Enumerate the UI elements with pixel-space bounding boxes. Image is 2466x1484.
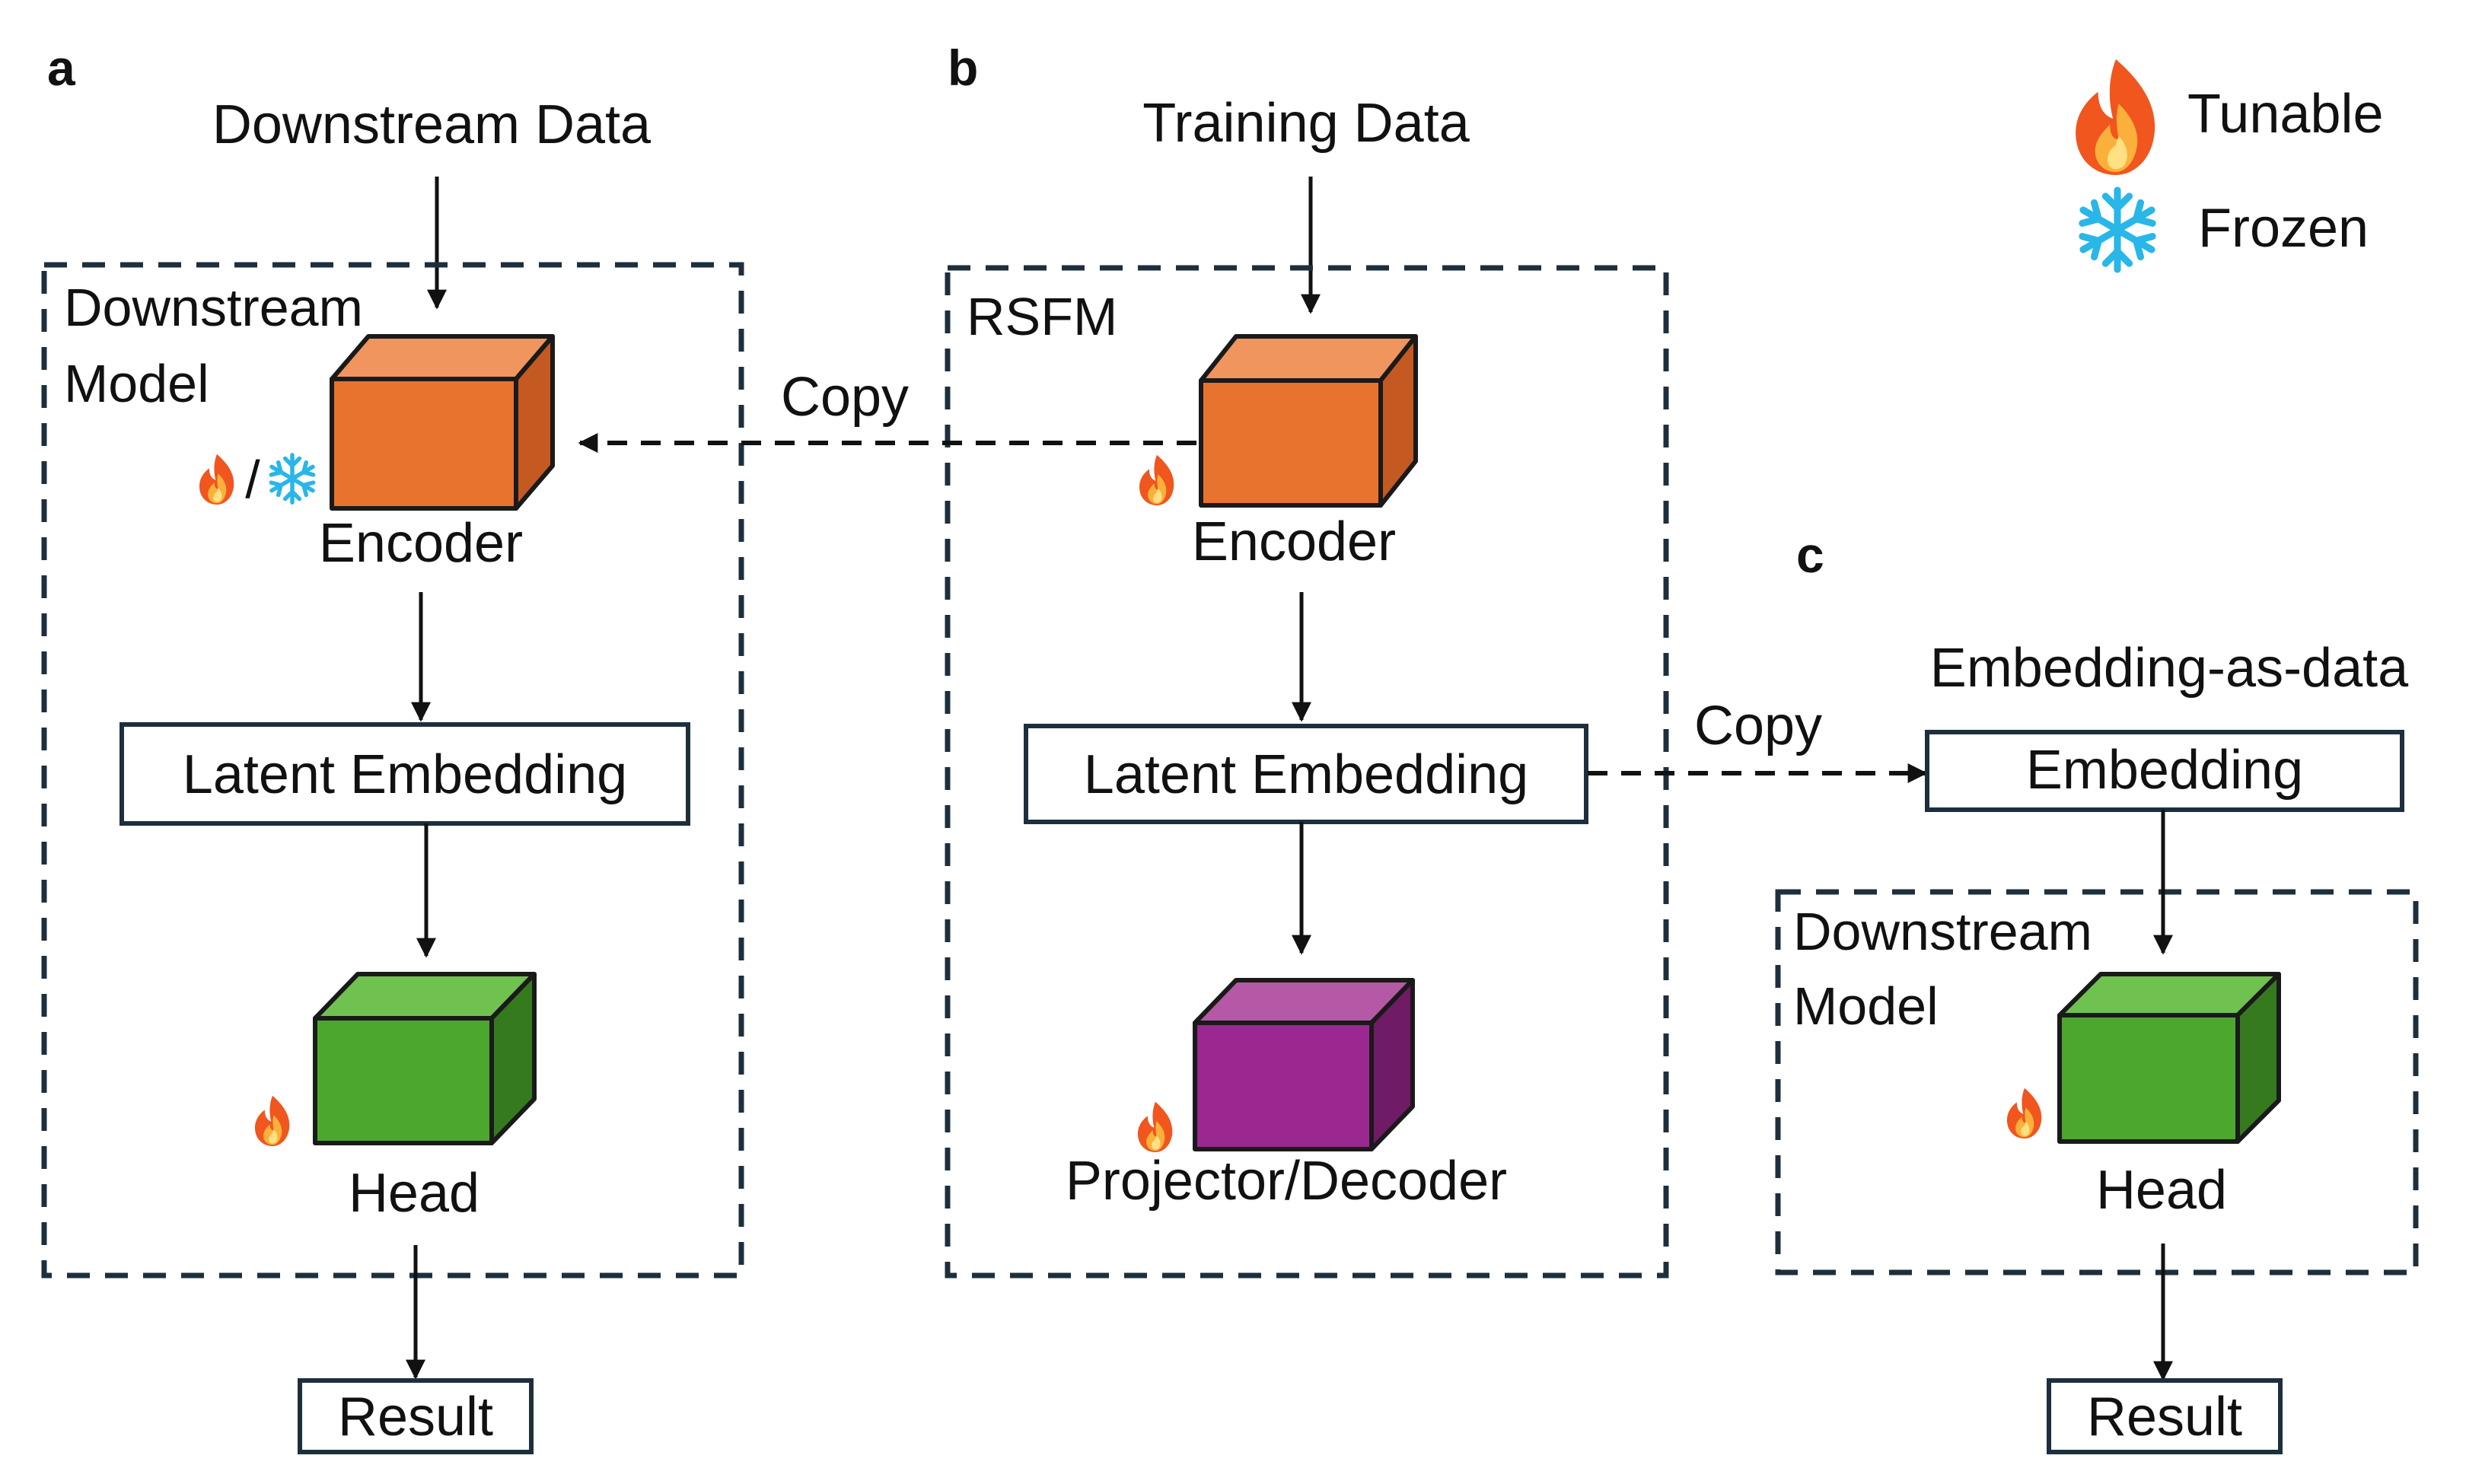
panel-a-downstream-container bbox=[41, 262, 744, 1279]
panel-c-result-label: Result bbox=[2087, 1387, 2242, 1447]
panel-b-input-label: Training Data bbox=[1142, 93, 1470, 154]
panel-a-result-label: Result bbox=[338, 1387, 493, 1447]
panel-c-container-label-line1: Downstream bbox=[1793, 902, 2092, 961]
panel-c-title: Embedding-as-data bbox=[1930, 638, 2409, 699]
panel-b-projector-cube bbox=[1193, 978, 1415, 1151]
panel-c-letter: c bbox=[1796, 527, 1824, 583]
panel-c-downstream-container bbox=[1775, 889, 2419, 1275]
panel-b-projector-label: Projector/Decoder bbox=[1066, 1151, 1507, 1212]
panel-c-head-cube bbox=[2057, 972, 2281, 1144]
copy-embedding-label: Copy bbox=[1694, 696, 1822, 756]
panel-c-head-flame-icon bbox=[2006, 1088, 2042, 1138]
panel-b-encoder-cube bbox=[1199, 334, 1418, 508]
panel-b-container-label: RSFM bbox=[967, 287, 1117, 346]
legend-frozen-snowflake-icon bbox=[2077, 190, 2158, 269]
panel-a-latent-embedding-box bbox=[119, 722, 690, 826]
panel-a-encoder-cube bbox=[330, 334, 555, 511]
panel-a-encoder-flame-icon bbox=[199, 454, 234, 505]
panel-a-latent-embedding-label: Latent Embedding bbox=[183, 744, 627, 805]
legend-tunable-label: Tunable bbox=[2187, 84, 2384, 145]
legend-tunable-flame-icon bbox=[2076, 59, 2155, 176]
panel-c-container-label-line2: Model bbox=[1793, 976, 1939, 1036]
panel-a-result-box bbox=[298, 1378, 534, 1454]
panel-c-result-box bbox=[2047, 1378, 2283, 1454]
panel-a-encoder-sep: / bbox=[245, 450, 260, 509]
panel-a-encoder-snowflake-icon bbox=[268, 455, 316, 502]
panel-b-letter: b bbox=[948, 40, 978, 96]
legend-frozen-label: Frozen bbox=[2198, 198, 2369, 259]
panel-a-letter: a bbox=[47, 40, 76, 96]
panel-a-container-label-line1: Downstream bbox=[64, 278, 363, 337]
panel-b-latent-embedding-label: Latent Embedding bbox=[1084, 744, 1528, 805]
panel-a-container-label-line2: Model bbox=[64, 354, 209, 413]
panel-a-input-label: Downstream Data bbox=[212, 94, 652, 155]
panel-c-embedding-label: Embedding bbox=[2026, 740, 2303, 801]
panel-b-latent-embedding-box bbox=[1024, 724, 1588, 824]
panel-a-head-label: Head bbox=[349, 1163, 480, 1224]
panel-a-encoder-label: Encoder bbox=[319, 513, 523, 574]
copy-encoder-label: Copy bbox=[781, 367, 909, 428]
panel-a-head-flame-icon bbox=[254, 1095, 290, 1146]
panel-a-head-cube bbox=[313, 972, 537, 1145]
panel-b-encoder-flame-icon bbox=[1139, 454, 1174, 505]
panel-b-projector-flame-icon bbox=[1137, 1101, 1173, 1152]
panel-c-head-label: Head bbox=[2096, 1160, 2227, 1221]
panel-b-encoder-label: Encoder bbox=[1192, 511, 1396, 572]
